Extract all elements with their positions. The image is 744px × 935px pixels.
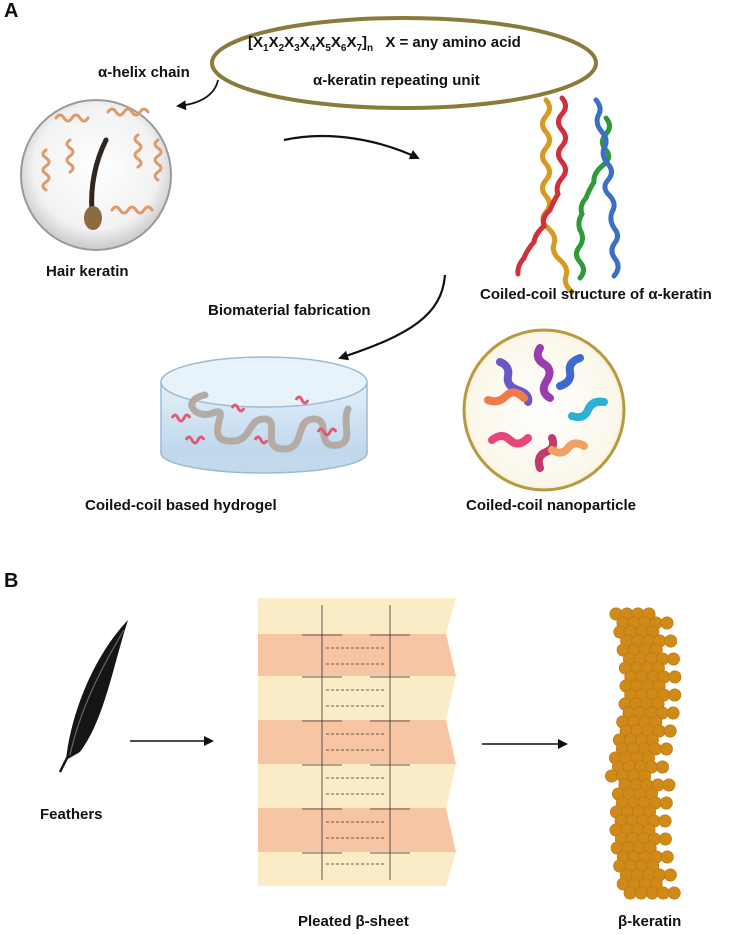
bead [664, 634, 678, 648]
bead [658, 832, 672, 846]
bead [663, 868, 677, 882]
bead [659, 742, 673, 756]
formula-sub-n: n [367, 43, 374, 54]
formula-sub: 5 [325, 43, 331, 54]
arrow-to-hair [176, 79, 219, 111]
repeating-unit-formula: [X1X2X3X4X5X6X7]n X = any amino acid [248, 34, 521, 54]
formula-sub: 4 [309, 43, 316, 54]
label-alpha-helix-chain: α-helix chain [98, 64, 190, 81]
bead [634, 886, 648, 900]
coiled-coil-helices [515, 95, 621, 295]
bead [667, 886, 681, 900]
label-pleated-sheet: Pleated β-sheet [298, 913, 409, 930]
formula-sub: 1 [263, 43, 269, 54]
bead [662, 778, 676, 792]
feather-icon [58, 620, 128, 773]
bead [666, 706, 680, 720]
hair-keratin-dish [20, 99, 172, 251]
label-feathers: Feathers [40, 806, 103, 823]
bead [645, 886, 659, 900]
formula-sub: 7 [356, 43, 363, 54]
arrow-to-coiled-coil [283, 134, 420, 160]
bead [666, 652, 680, 666]
bead [623, 886, 637, 900]
formula-sub: 6 [340, 43, 347, 54]
panel-label-b: B [4, 570, 19, 592]
label-beta-keratin: β-keratin [618, 913, 682, 930]
formula-sub: 2 [278, 43, 285, 54]
bead [663, 724, 677, 738]
formula-ellipse [210, 16, 598, 110]
bead [660, 850, 674, 864]
bead [605, 769, 619, 783]
pleated-beta-sheet [258, 598, 456, 886]
hydrogel-block [160, 356, 368, 474]
label-biomaterial-fabrication: Biomaterial fabrication [208, 302, 371, 319]
formula-caption: α-keratin repeating unit [313, 72, 480, 89]
label-hydrogel: Coiled-coil based hydrogel [85, 497, 277, 514]
label-nanoparticle: Coiled-coil nanoparticle [466, 497, 637, 514]
formula-open: [X [248, 34, 263, 51]
beta-keratin-beads [605, 607, 682, 900]
bead [668, 670, 682, 684]
formula-close: ] [362, 34, 368, 51]
nanoparticle [462, 328, 626, 492]
bead [660, 616, 674, 630]
panel-label-a: A [4, 0, 19, 22]
formula-sub: 3 [294, 43, 300, 54]
bead [655, 760, 669, 774]
bead [668, 688, 682, 702]
label-hair-keratin: Hair keratin [46, 263, 129, 280]
formula-definition: X = any amino acid [385, 34, 521, 51]
bead [656, 886, 670, 900]
arrow-to-hydrogel [338, 274, 447, 361]
bead [658, 814, 672, 828]
label-coiled-coil-structure: Coiled-coil structure of α-keratin [480, 286, 712, 303]
bead [659, 796, 673, 810]
